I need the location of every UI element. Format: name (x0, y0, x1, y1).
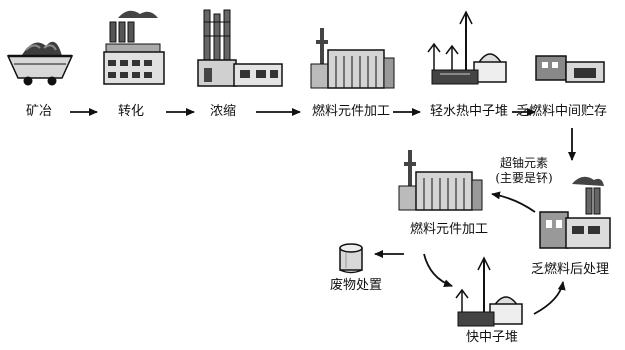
arrow-reprocessing-fabrication (491, 191, 536, 213)
mining-cart-icon (6, 41, 74, 86)
reprocessing-plant-icon (539, 176, 611, 249)
stage-label-conversion: 转化 (118, 104, 145, 119)
fuel-fabrication-plant-icon (310, 28, 395, 89)
stage-label-waste-disposal: 废物处置 (330, 278, 383, 293)
enrichment-plant-icon (197, 9, 283, 87)
annotation-line1: 超铀元素 (499, 156, 548, 170)
conversion-plant-icon (103, 10, 165, 85)
flow-arrows (70, 108, 576, 315)
fast-reactor-icon (455, 256, 523, 327)
stage-label-reprocessing: 乏燃料后处理 (531, 262, 610, 277)
arrow-fabrication-fast-reactor (423, 253, 453, 288)
annotation-line2: (主要是钚) (495, 171, 553, 185)
annotation-transuranic: 超铀元素 (主要是钚) (492, 156, 556, 186)
stage-label-spent-fuel-storage: 乏燃料中间贮存 (516, 104, 608, 119)
light-water-reactor-icon (427, 10, 507, 85)
stage-label-mining: 矿冶 (26, 104, 53, 119)
waste-canister-icon (339, 243, 363, 274)
fuel-fabrication-plant-2-icon (398, 150, 483, 211)
stage-label-light-water-reactor: 轻水热中子堆 (430, 104, 509, 119)
arrow-fast-reactor-reprocessing (533, 281, 566, 315)
stage-label-fast-reactor: 快中子堆 (466, 330, 519, 345)
stage-label-fuel-fabrication-2: 燃料元件加工 (410, 222, 489, 237)
stage-label-fuel-fabrication: 燃料元件加工 (312, 104, 391, 119)
stage-label-enrichment: 浓缩 (210, 104, 237, 119)
spent-fuel-storage-icon (535, 55, 605, 83)
